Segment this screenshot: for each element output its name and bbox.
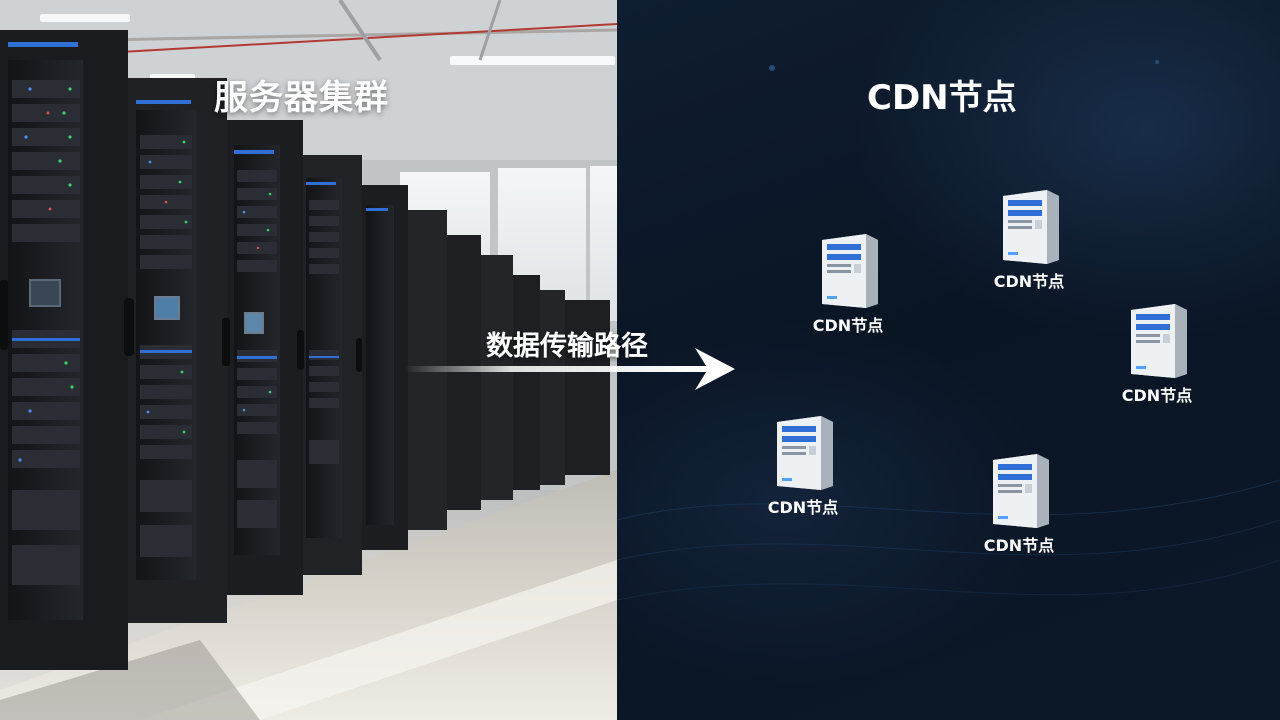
server-racks [0, 30, 610, 670]
server-icon [822, 234, 878, 308]
transfer-path-label: 数据传输路径 [486, 331, 648, 362]
tech-background-lines [617, 60, 1280, 601]
server-cluster-title: 服务器集群 [214, 78, 389, 118]
cdn-panel: CDN节点 CDN节点 [617, 0, 1280, 720]
transfer-arrow-icon [405, 348, 735, 390]
cdn-node-label: CDN节点 [993, 272, 1065, 291]
cdn-node: CDN节点 [748, 412, 858, 518]
server-icon [1003, 190, 1059, 264]
server-room-illustration [0, 0, 617, 720]
cdn-node-label: CDN节点 [812, 316, 884, 335]
cdn-node: CDN节点 [1102, 300, 1212, 406]
server-icon [993, 454, 1049, 528]
cdn-node-label: CDN节点 [767, 498, 839, 517]
cdn-title: CDN节点 [867, 78, 1017, 118]
cdn-node: CDN节点 [793, 230, 903, 336]
cdn-node-label: CDN节点 [983, 536, 1055, 555]
cdn-node: CDN节点 [964, 450, 1074, 556]
cdn-node: CDN节点 [974, 186, 1084, 292]
server-icon [777, 416, 833, 490]
cdn-node-label: CDN节点 [1121, 386, 1193, 405]
server-icon [1131, 304, 1187, 378]
server-cluster-panel: 服务器集群 [0, 0, 617, 720]
